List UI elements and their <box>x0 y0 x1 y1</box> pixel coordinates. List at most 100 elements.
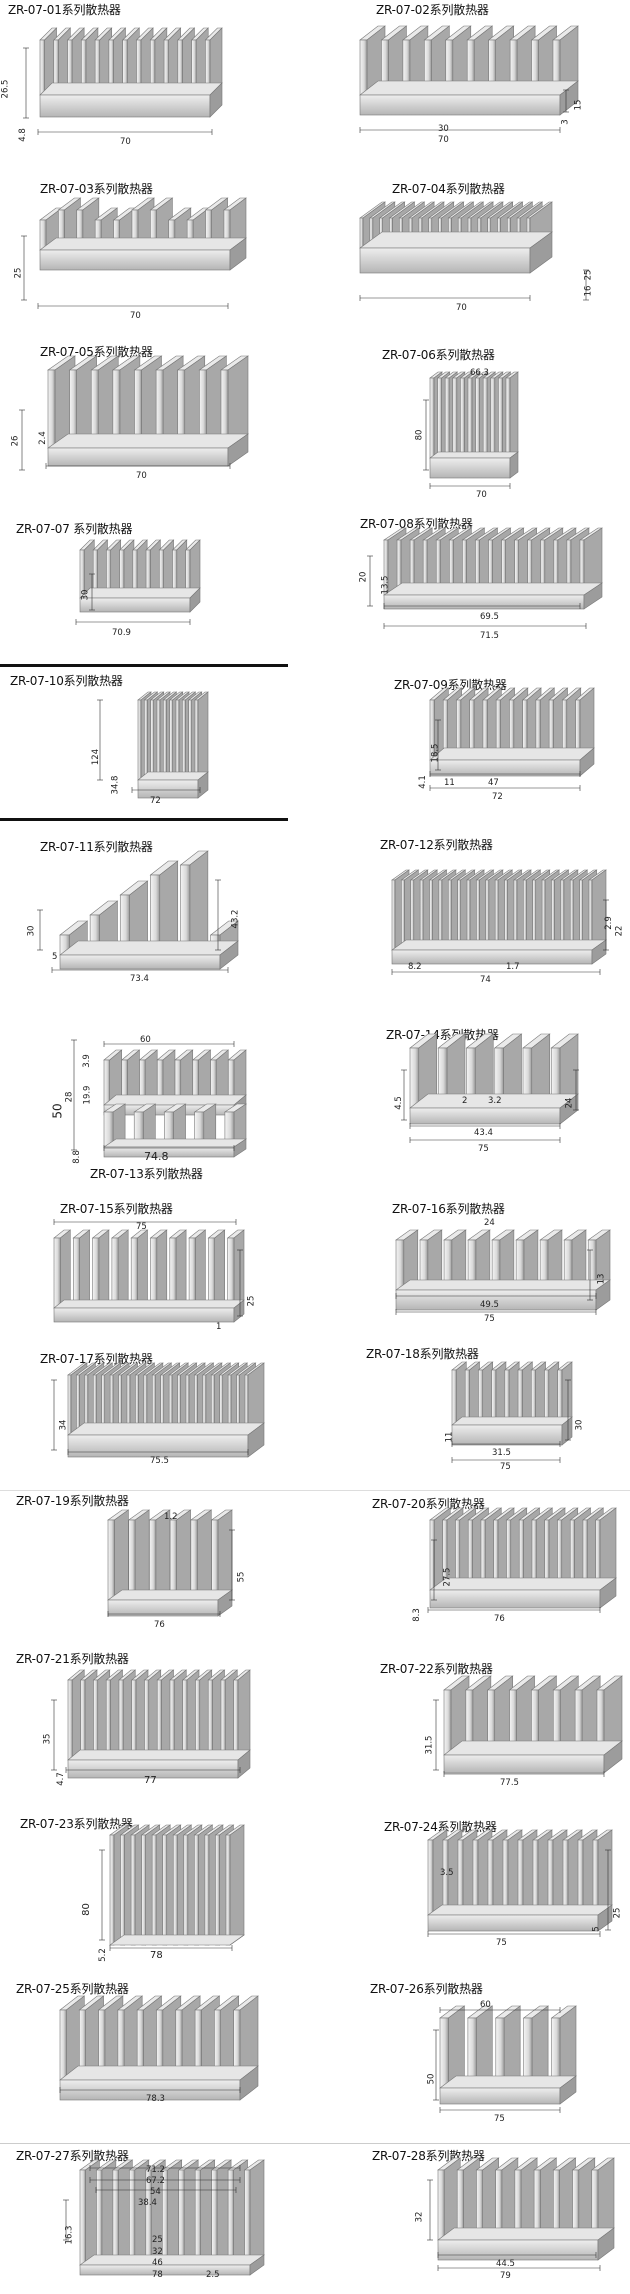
dimension-label: 28 <box>64 1091 75 1103</box>
item-title: ZR-07-12系列散热器 <box>380 838 493 852</box>
dimension-label: 13 <box>596 1273 607 1285</box>
heatsink-shape <box>67 1362 265 1458</box>
heatsink-shape <box>443 1675 623 1774</box>
item-title: ZR-07-16系列散热器 <box>392 1202 505 1216</box>
dimension-label: 67.2 <box>146 2176 165 2186</box>
dimension-label: 50 <box>426 2073 437 2085</box>
heatsink-shape <box>429 371 519 479</box>
heatsink-shape <box>103 1103 247 1158</box>
item-title: ZR-07-26系列散热器 <box>370 1982 483 1996</box>
dimension-label: 11 <box>444 1431 455 1443</box>
dimension-label: 27.5 <box>442 1567 453 1587</box>
heatsink-shape <box>107 1509 233 1617</box>
item-title: ZR-07-13系列散热器 <box>90 1167 203 1181</box>
dimension-label: 35 <box>42 1733 53 1745</box>
dimension-label: 75 <box>484 1314 495 1324</box>
dimension-label: 30 <box>438 124 449 134</box>
item-title: ZR-07-23系列散热器 <box>20 1817 133 1831</box>
heatsink-shape <box>439 2005 577 2105</box>
dimension-label: 5.2 <box>97 1948 108 1962</box>
dimension-label: 4.8 <box>17 128 28 142</box>
dimension-label: 3 <box>560 119 571 125</box>
dimension-label: 19.9 <box>82 1085 93 1105</box>
dimension-label: 47 <box>488 778 499 788</box>
dimension-label: 72 <box>492 792 503 802</box>
heatsink-shape <box>39 27 223 118</box>
dimension-label: 72 <box>150 796 161 806</box>
dimension-label: 16.3 <box>64 2225 75 2245</box>
dimension-label: 70 <box>438 135 449 145</box>
dimension-label: 70 <box>476 490 487 500</box>
dimension-label: 15 <box>573 99 584 111</box>
item-title: ZR-07-11系列散热器 <box>40 840 153 854</box>
dimension-label: 66.3 <box>470 368 489 378</box>
dimension-label: 70 <box>136 471 147 481</box>
dimension-label: 2.5 <box>206 2270 220 2280</box>
heatsink-shape <box>359 25 579 116</box>
heatsink-shape <box>395 1229 611 1311</box>
item-title: ZR-07-03系列散热器 <box>40 182 153 196</box>
dimension-label: 75 <box>494 2114 505 2124</box>
dimension-label: 5 <box>591 1926 602 1932</box>
dimension-label: 4.7 <box>55 1772 66 1786</box>
heatsink-shape <box>383 527 603 610</box>
dimension-label: 5 <box>52 952 58 962</box>
dimension-label: 30 <box>574 1419 585 1431</box>
item-title: ZR-07-21系列散热器 <box>16 1652 129 1666</box>
dimension-label: 1.7 <box>506 962 520 972</box>
dimension-label: 2 <box>462 1096 468 1106</box>
item-title: ZR-07-19系列散热器 <box>16 1494 129 1508</box>
dimension-label: 71.5 <box>480 631 499 641</box>
dimension-label: 8.2 <box>408 962 422 972</box>
dimension-label: 75 <box>136 1222 147 1232</box>
heatsink-shape <box>53 1229 245 1323</box>
item-title: ZR-07-05系列散热器 <box>40 345 153 359</box>
dimension-label: 4.5 <box>393 1096 404 1110</box>
dimension-label: 70 <box>456 303 467 313</box>
dimension-label: 31.5 <box>492 1448 511 1458</box>
heatsink-shape <box>103 1049 247 1116</box>
heatsink-shape <box>391 869 607 965</box>
dimension-label: 34.8 <box>110 775 121 795</box>
item-title: ZR-07-17系列散热器 <box>40 1352 153 1366</box>
item-title: ZR-07-15系列散热器 <box>60 1202 173 1216</box>
item-title: ZR-07-01系列散热器 <box>8 3 121 17</box>
dimension-label: 26 <box>10 435 21 447</box>
dimension-label: 70 <box>120 137 131 147</box>
separator-rule <box>0 818 288 821</box>
dimension-label: 80 <box>414 429 425 441</box>
heatsink-shape <box>429 1507 617 1609</box>
dimension-label: 75 <box>500 1462 511 1472</box>
dimension-label: 80 <box>80 1903 92 1916</box>
heatsink-shape <box>67 1669 251 1779</box>
separator-rule <box>0 664 288 667</box>
item-title: ZR-07-27系列散热器 <box>16 2149 129 2163</box>
dimension-label: 71.2 <box>146 2165 165 2175</box>
dimension-label: 3.2 <box>488 1096 502 1106</box>
item-title: ZR-07-04系列散热器 <box>392 182 505 196</box>
dimension-label: 69.5 <box>480 612 499 622</box>
item-title: ZR-07-18系列散热器 <box>366 1347 479 1361</box>
heatsink-shape <box>47 355 249 467</box>
dimension-label: 2.9 <box>603 916 614 930</box>
dimension-label: 60 <box>480 2000 491 2010</box>
dimension-label: 25 <box>246 1295 257 1307</box>
dimension-label: 26.5 <box>0 79 11 99</box>
heatsink-shape <box>451 1361 573 1446</box>
dimension-label: 8.3 <box>411 1608 422 1622</box>
item-title: ZR-07-10系列散热器 <box>10 674 123 688</box>
dimension-label: 78.3 <box>146 2094 165 2104</box>
dimension-label: 55 <box>236 1571 247 1583</box>
dimension-label: 34 <box>58 1419 69 1431</box>
dimension-label: 3.9 <box>81 1054 92 1068</box>
heatsink-shape <box>437 2157 615 2261</box>
heatsink-shape <box>137 691 209 799</box>
item-title: ZR-07-14系列散热器 <box>386 1028 499 1042</box>
item-title: ZR-07-22系列散热器 <box>380 1662 493 1676</box>
dimension-label: 25 <box>612 1907 623 1919</box>
dimension-label: 75 <box>496 1938 507 1948</box>
dimension-label: 60 <box>140 1035 151 1045</box>
dimension-label: 24 <box>564 1097 575 1109</box>
dimension-label: 79 <box>500 2271 511 2281</box>
